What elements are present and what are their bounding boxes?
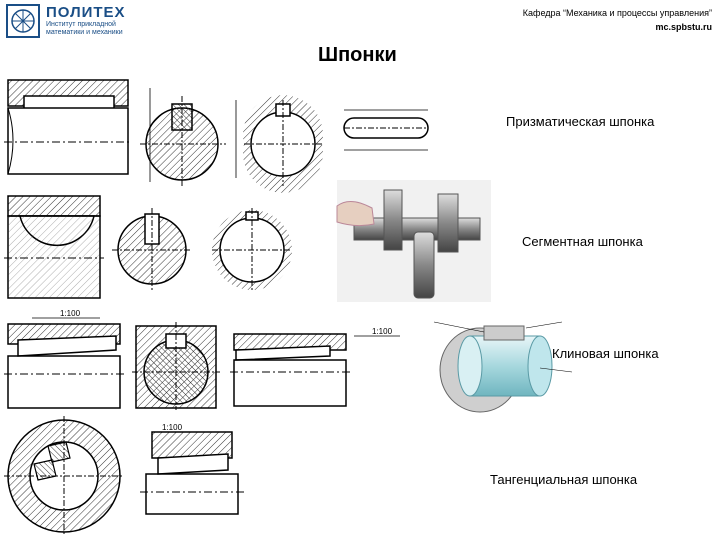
header-info: Кафедра “Механика и процессы управления”… xyxy=(523,6,712,34)
segment-key-hub-cross-section xyxy=(212,208,292,292)
politech-logo: ПОЛИТЕХ Институт прикладной математики и… xyxy=(6,4,146,40)
segment-key-section xyxy=(4,195,104,299)
logo-subtitle-line-1: Институт прикладной xyxy=(46,21,116,28)
label-prismatic-key: Призматическая шпонка xyxy=(506,114,655,129)
department-name: Кафедра “Механика и процессы управления” xyxy=(522,8,712,18)
logo-subtitle-line-2: математики и механики xyxy=(46,29,123,36)
prismatic-key-shaft-cross-section xyxy=(140,88,226,186)
tangential-key-longitudinal-section: 1:100 xyxy=(140,423,244,515)
label-tangential-key: Тангенциальная шпонка xyxy=(490,472,638,487)
segment-key-shaft-cross-section xyxy=(112,208,192,292)
wedge-key-3d-illustration xyxy=(433,321,573,413)
logo-emblem-icon xyxy=(6,4,40,38)
slide-title: Шпонки xyxy=(318,44,397,66)
logo-title: ПОЛИТЕХ xyxy=(46,4,126,21)
wedge-key-cross-section xyxy=(132,322,220,410)
label-segment-key: Сегментная шпонка xyxy=(522,234,643,249)
slope-label-3: 1:100 xyxy=(162,423,183,432)
wedge-key-gib-head-section: 1:100 xyxy=(230,327,400,407)
crankshaft-photo xyxy=(336,180,491,302)
label-wedge-key: Клиновая шпонка xyxy=(552,346,659,361)
slope-label-2: 1:100 xyxy=(372,327,393,336)
prismatic-key-section xyxy=(4,79,132,175)
tangential-key-cross-section xyxy=(4,416,124,536)
prismatic-key-top-view xyxy=(343,109,429,151)
prismatic-key-hub-cross-section xyxy=(235,95,323,193)
logo-subtitle: Институт прикладной математики и механик… xyxy=(46,21,146,37)
slope-label-1: 1:100 xyxy=(60,309,81,318)
wedge-key-section: 1:100 xyxy=(4,309,124,409)
site-link[interactable]: mc.spbstu.ru xyxy=(655,22,712,32)
